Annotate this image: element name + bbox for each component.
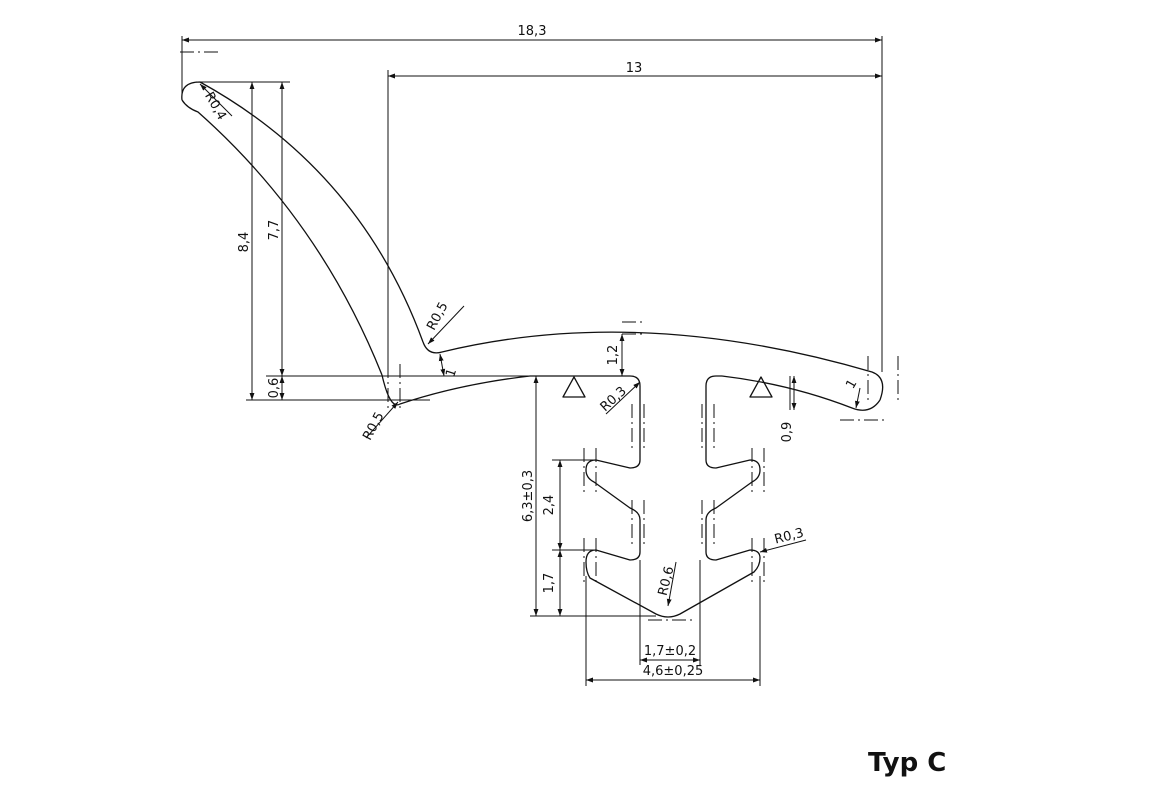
radius-lip-lower: R0,5 [360,410,387,443]
triangle-mark-right [749,376,773,398]
dim-rib-span: 4,6±0,25 [643,664,704,679]
dim-stem-gap: 1,7±0,2 [644,644,696,659]
underside-right [721,375,881,411]
dim-rib-pitch: 2,4 [542,495,557,516]
radius-rib: R0,3 [773,526,805,548]
top-arc [422,331,884,401]
stem [530,375,761,618]
dim-lip-width: 13 [626,61,643,76]
triangle-mark-left [562,376,586,398]
dim-rib-bottom: 1,7 [542,573,557,594]
dim-thickness-left: 1 [443,367,460,380]
radius-lip-upper: R0,5 [424,300,451,333]
dim-overall-width: 18,3 [518,24,547,39]
dim-stem-height: 6,3±0,3 [521,470,536,522]
dim-top-thickness: 1,2 [606,345,621,366]
lip-outer-edge [181,81,424,343]
dim-height-lip: 7,7 [267,220,282,241]
dim-base-thickness: 0,6 [267,378,282,399]
dimension-lines [181,36,883,686]
dim-right-offset: 0,9 [780,422,795,443]
profile-type-title: Typ C [868,748,947,778]
dim-height-total: 8,4 [237,232,252,253]
radius-bottom: R0,6 [656,565,678,597]
center-lines [180,51,899,621]
dim-thickness-right: 1 [843,377,860,392]
dimension-labels: 18,3 13 8,4 7,7 0,6 1,2 0,9 6,3±0,3 2,4 … [201,24,860,679]
radius-stem-top: R0,3 [598,384,630,415]
seal-profile [181,81,884,618]
